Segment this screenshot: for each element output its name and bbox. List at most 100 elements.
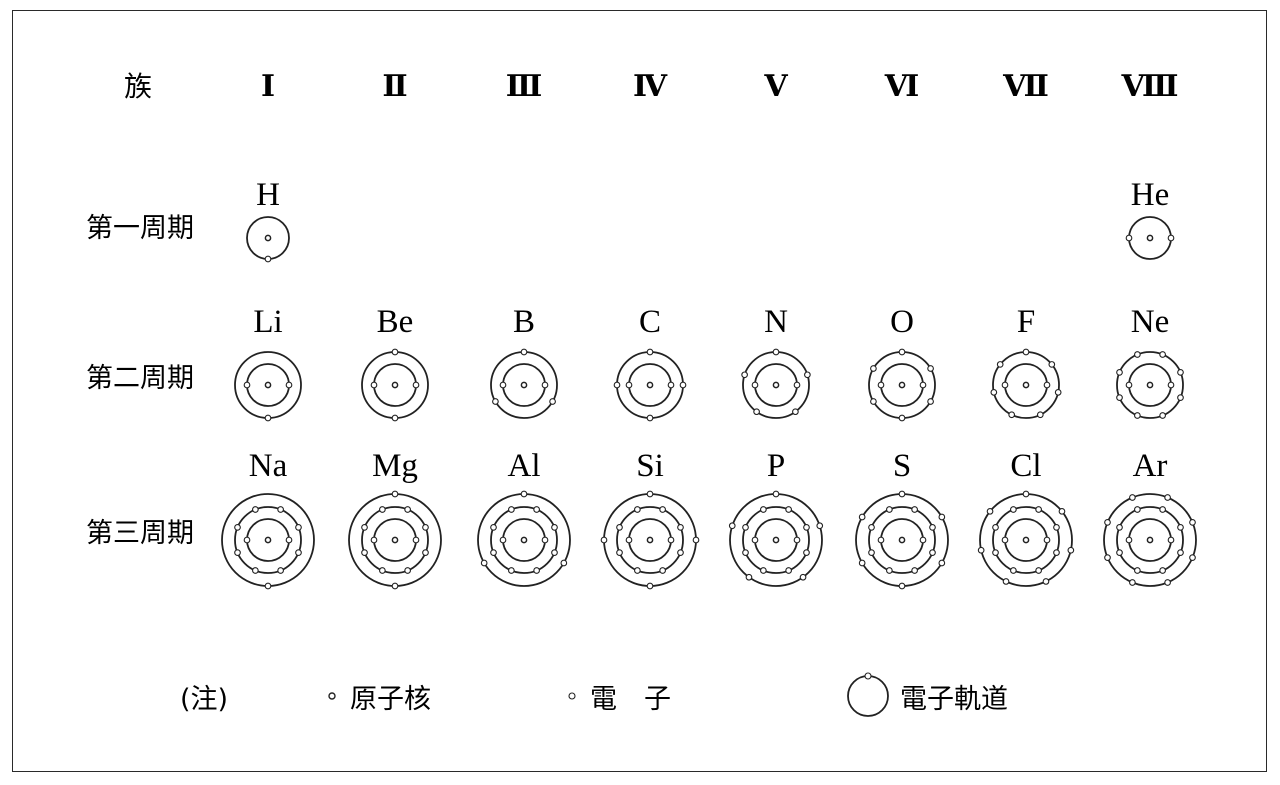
legend-nucleus-icon: [328, 692, 336, 700]
orbit-shell-2: [868, 506, 936, 574]
electron: [1159, 567, 1166, 574]
period-label-3: 第三周期: [86, 518, 194, 549]
orbit-shell-2: [234, 506, 302, 574]
electron: [616, 549, 623, 556]
electron: [858, 559, 866, 567]
electron: [634, 567, 641, 574]
element-symbol-na: Na: [249, 448, 288, 484]
nucleus: [772, 536, 780, 544]
electron: [646, 348, 654, 356]
atom-s: S: [855, 448, 949, 590]
electron: [499, 536, 507, 544]
electron: [996, 361, 1004, 368]
orbit-shell-2: [1116, 506, 1184, 574]
electron: [551, 524, 558, 531]
electron: [760, 506, 767, 513]
group-label-4: Ⅳ: [633, 70, 668, 103]
legend-electron-icon: [568, 692, 576, 700]
electron: [877, 536, 885, 544]
electron: [1134, 567, 1141, 574]
element-symbol-mg: Mg: [372, 448, 418, 484]
electron: [277, 567, 284, 574]
electron: [295, 524, 302, 531]
electron: [992, 549, 999, 556]
electron: [1134, 412, 1141, 419]
electron: [1043, 536, 1051, 544]
electron: [728, 522, 736, 530]
electron: [1129, 579, 1136, 586]
electron: [745, 573, 753, 581]
element-symbol-li: Li: [253, 304, 282, 340]
electron: [625, 536, 633, 544]
element-symbol-f: F: [1017, 304, 1035, 340]
electron: [785, 506, 792, 513]
electron: [1125, 234, 1133, 242]
electron: [264, 582, 272, 590]
element-symbol-o: O: [890, 304, 914, 340]
electron: [816, 522, 824, 530]
electron: [992, 524, 999, 531]
electron: [1159, 506, 1166, 513]
atom-si: Si: [600, 448, 700, 590]
nucleus: [520, 381, 528, 389]
electron: [234, 549, 241, 556]
element-symbol-ne: Ne: [1131, 304, 1169, 340]
electron: [741, 371, 748, 379]
electron: [1010, 567, 1017, 574]
orbit-shell-2: [361, 506, 429, 574]
electron: [646, 490, 654, 498]
orbit-shell-2: [742, 506, 810, 574]
atom-al: Al: [477, 448, 571, 587]
electron: [877, 381, 885, 389]
element-symbol-he: He: [1131, 177, 1169, 213]
electron: [1116, 524, 1123, 531]
electron: [551, 549, 558, 556]
group-label-3: Ⅲ: [506, 70, 543, 103]
electron: [1001, 381, 1009, 389]
electron: [492, 398, 499, 405]
group-label-1: Ⅰ: [261, 70, 275, 103]
group-header-label: 族: [124, 70, 152, 103]
electron: [911, 567, 918, 574]
electron: [977, 546, 985, 554]
atom-he: He: [1125, 177, 1175, 260]
electron: [1054, 388, 1062, 396]
group-label-7: Ⅶ: [1002, 70, 1049, 103]
atom-h: H: [246, 177, 290, 263]
electron: [422, 549, 429, 556]
electron: [243, 381, 251, 389]
electron: [1002, 578, 1010, 585]
electron: [404, 567, 411, 574]
electron: [1043, 381, 1051, 389]
electron: [793, 381, 801, 389]
electron: [412, 381, 420, 389]
electron: [520, 490, 528, 498]
atom-mg: Mg: [348, 448, 442, 590]
electron: [742, 549, 749, 556]
electron: [1125, 381, 1133, 389]
element-symbol-c: C: [639, 304, 661, 340]
nucleus: [646, 536, 654, 544]
nucleus: [1022, 381, 1030, 389]
electron: [1058, 507, 1066, 515]
electron: [616, 524, 623, 531]
electron: [1189, 554, 1196, 561]
nucleus: [264, 234, 272, 242]
nucleus: [520, 536, 528, 544]
electron: [560, 559, 568, 567]
electron: [285, 536, 293, 544]
element-symbol-b: B: [513, 304, 535, 340]
electron: [1116, 369, 1123, 376]
electron: [886, 506, 893, 513]
group-label-8: Ⅷ: [1121, 70, 1179, 103]
period-label-1: 第一周期: [86, 213, 194, 244]
electron: [938, 559, 946, 567]
electron: [533, 567, 540, 574]
electron: [541, 536, 549, 544]
electron: [772, 490, 780, 498]
electron: [911, 506, 918, 513]
electron: [1177, 394, 1184, 401]
legend-orbit-label: 電子軌道: [900, 684, 1008, 715]
